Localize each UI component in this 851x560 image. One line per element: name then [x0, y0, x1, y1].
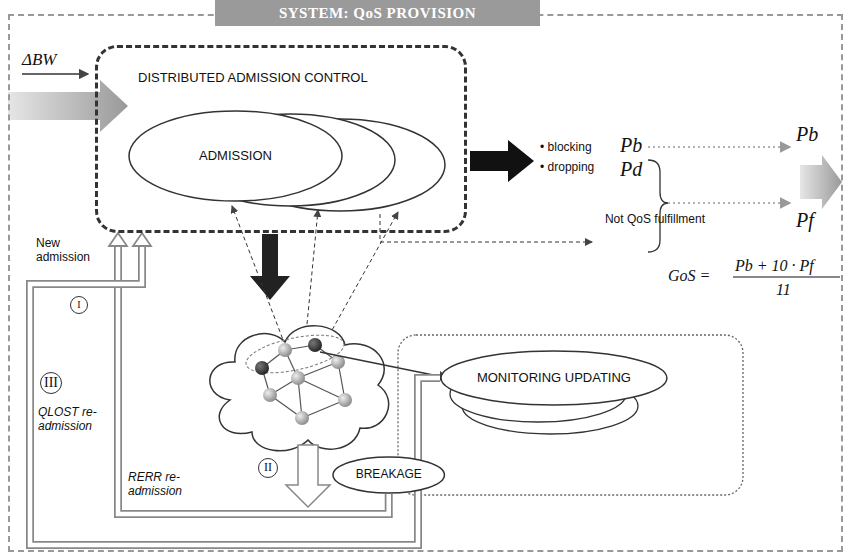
note-label: Not QoS fulfillment — [595, 212, 705, 226]
output-arrow — [470, 140, 534, 182]
network-node — [255, 361, 269, 375]
ellipse-node: MONITORING UPDATING — [440, 350, 668, 406]
network-node — [295, 411, 309, 425]
note-label: QLOST re-admission — [38, 405, 116, 433]
network-node — [291, 371, 305, 385]
note-label: RERR re-admission — [128, 470, 206, 498]
ellipse-node: BREAKAGE — [332, 456, 445, 494]
breakage-arrow — [286, 445, 330, 507]
callout-number: III — [40, 372, 62, 394]
formula-text: ΔBW — [22, 50, 57, 70]
dashed-arrow — [380, 214, 592, 242]
node-text: BREAKAGE — [350, 468, 428, 482]
formula-text: Pf — [796, 208, 814, 232]
formula-text: GoS = — [668, 266, 710, 285]
dashed-arrow — [232, 206, 285, 345]
brace — [648, 160, 668, 252]
ellipse-node: ADMISSION — [128, 110, 343, 202]
readmission-arrow — [30, 233, 440, 545]
node-text: MONITORING UPDATING — [471, 371, 637, 386]
network-links — [262, 345, 345, 418]
node-text: DISTRIBUTED ADMISSION CONTROL — [138, 70, 368, 85]
note-label: New admission — [36, 236, 108, 264]
dotted-arrow — [668, 202, 790, 204]
formula-text: Pd — [620, 157, 642, 181]
note-label: • blocking — [540, 140, 592, 154]
formula-text: Pb — [620, 133, 642, 157]
network-node — [263, 388, 277, 402]
monitoring-region — [398, 335, 743, 495]
node-text: SYSTEM: QoS PROVISION — [215, 0, 540, 26]
input-arrow — [8, 80, 128, 132]
node-text: ADMISSION — [193, 149, 278, 164]
formula-text: Pb — [796, 122, 818, 146]
callout-number: II — [258, 458, 278, 478]
output-arrow — [800, 155, 842, 209]
down-arrow — [250, 234, 290, 300]
fraction-bar — [733, 276, 840, 277]
callout-number: I — [70, 296, 88, 314]
network-node — [338, 393, 352, 407]
control-box: DISTRIBUTED ADMISSION CONTROL ADMISSION — [95, 45, 467, 233]
formula-text: 11 — [776, 280, 791, 299]
formula-text: Pb + 10 · Pf — [735, 256, 814, 275]
dotted-arrow — [648, 146, 790, 148]
network-cloud — [210, 326, 389, 451]
bw-arrow — [22, 73, 88, 74]
note-label: • dropping — [540, 160, 594, 174]
network-node — [278, 343, 292, 357]
network-node — [308, 338, 322, 352]
